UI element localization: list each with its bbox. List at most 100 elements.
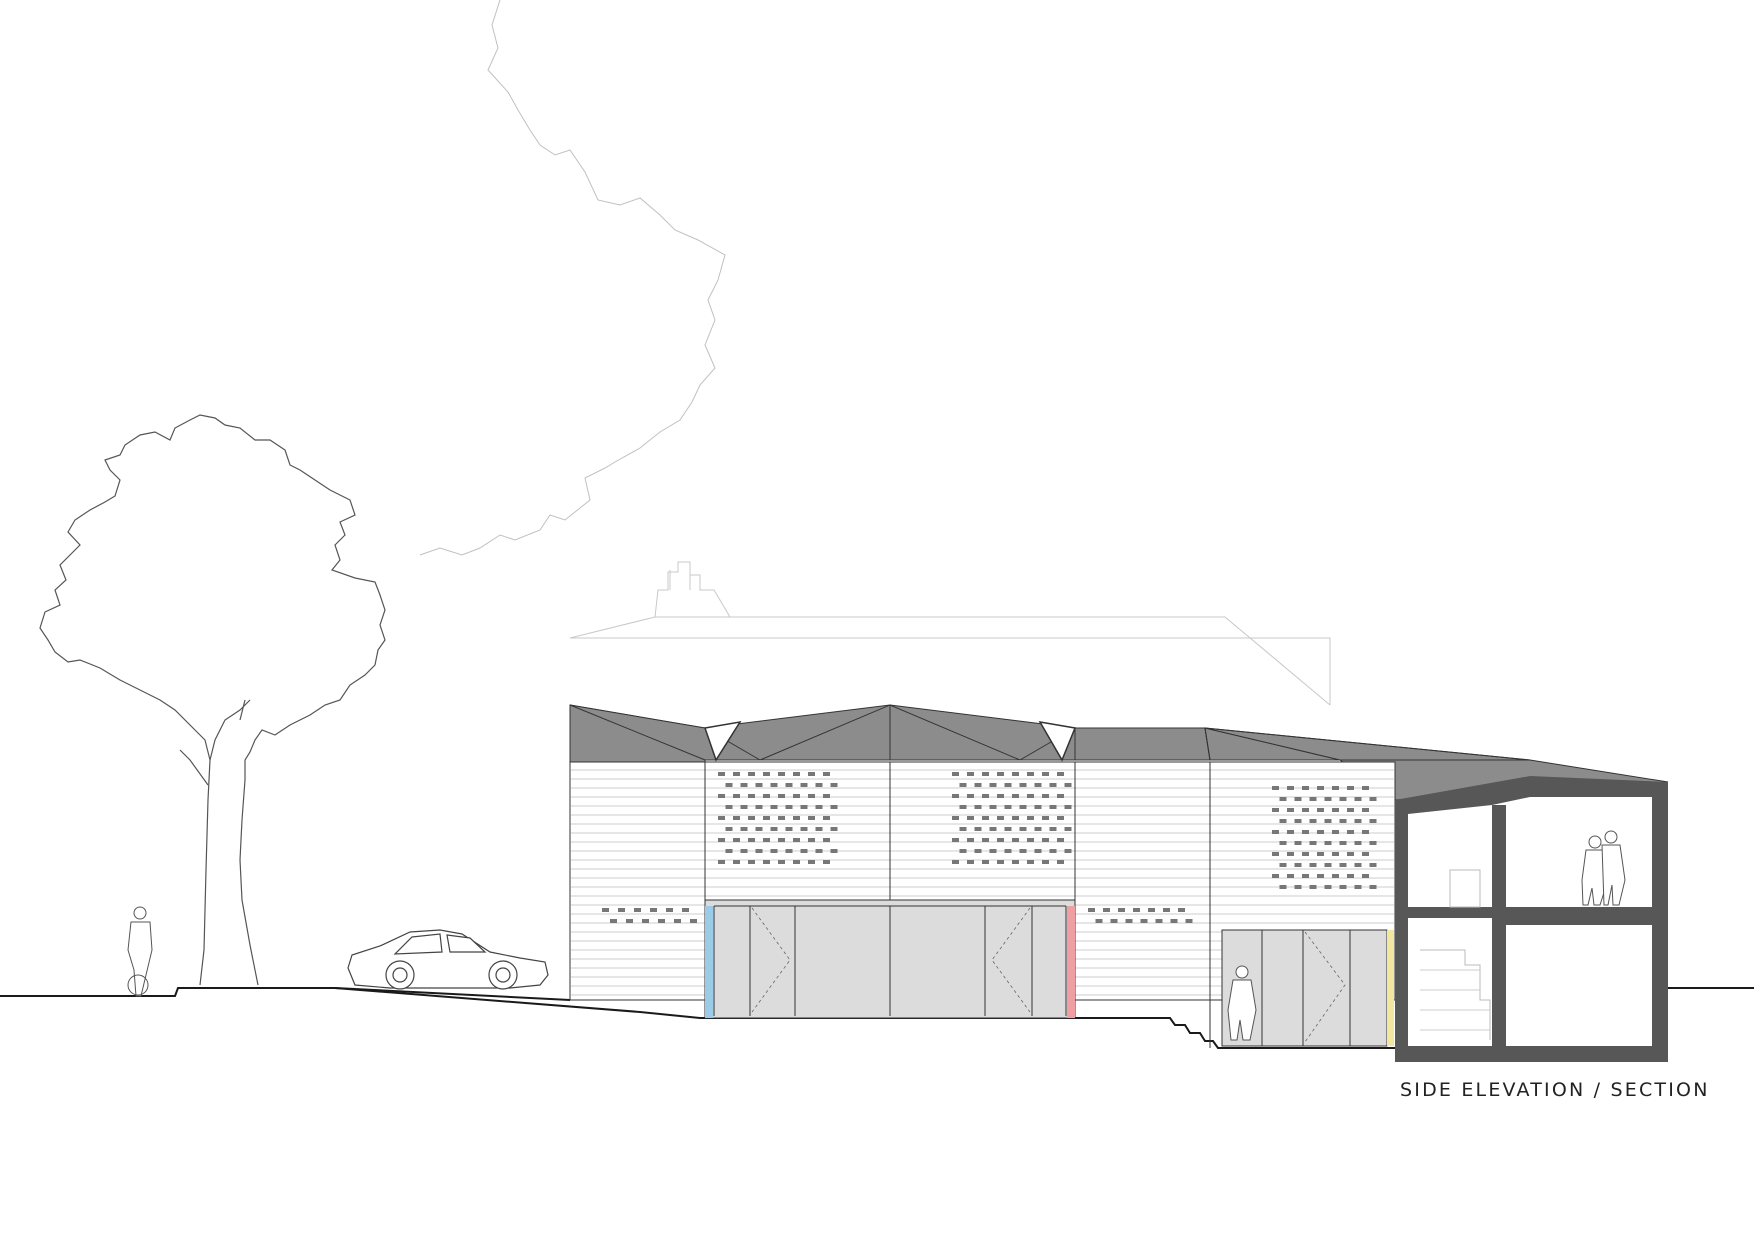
perforation-brick: [793, 794, 800, 798]
perforation-brick: [1148, 908, 1155, 912]
perforation-brick: [1012, 816, 1019, 820]
perforation-brick: [1004, 827, 1012, 831]
perforation-brick: [1317, 786, 1324, 790]
perforation-brick: [755, 849, 763, 853]
perforation-brick: [997, 772, 1004, 776]
perforation-brick: [1064, 849, 1072, 853]
perforation-brick: [989, 805, 997, 809]
perforation-brick: [1185, 919, 1193, 923]
perforation-brick: [1155, 919, 1163, 923]
perforation-brick: [982, 772, 989, 776]
perforation-brick: [785, 827, 793, 831]
perforation-brick: [830, 849, 838, 853]
perforation-brick: [718, 772, 725, 776]
perforation-brick: [1064, 783, 1072, 787]
perforation-brick: [1272, 786, 1279, 790]
perforation-brick: [1027, 860, 1034, 864]
perforation-brick: [1302, 852, 1309, 856]
jamb-red: [1067, 906, 1075, 1018]
perforation-brick: [830, 805, 838, 809]
perforation-brick: [618, 908, 625, 912]
perforation-brick: [1019, 827, 1027, 831]
perforation-brick: [755, 827, 763, 831]
perforation-brick: [1279, 819, 1287, 823]
perforation-brick: [1332, 808, 1339, 812]
perforation-brick: [982, 794, 989, 798]
perforation-brick: [974, 827, 982, 831]
background-tree-canopy: [419, 0, 726, 556]
perforation-brick: [800, 805, 808, 809]
standing-figure: [1227, 965, 1257, 1041]
perforation-brick: [959, 783, 967, 787]
perforation-brick: [1034, 783, 1042, 787]
ghost-house-outline: [569, 561, 1331, 706]
perforation-brick: [1287, 874, 1294, 878]
perforation-brick: [1294, 885, 1302, 889]
perforation-brick: [1027, 772, 1034, 776]
perforation-brick: [1354, 885, 1362, 889]
perforation-brick: [674, 919, 681, 923]
perforation-brick: [725, 849, 733, 853]
perforation-brick: [778, 860, 785, 864]
jamb-blue: [705, 906, 713, 1018]
perforation-brick: [1019, 783, 1027, 787]
perforation-brick: [718, 838, 725, 842]
perforation-brick: [1004, 849, 1012, 853]
perforation-brick: [1279, 797, 1287, 801]
perforation-brick: [800, 827, 808, 831]
drawing-caption: SIDE ELEVATION / SECTION: [1400, 1079, 1710, 1101]
perforation-brick: [1317, 874, 1324, 878]
perforation-brick: [1332, 874, 1339, 878]
perforation-brick: [1354, 863, 1362, 867]
perforation-brick: [658, 919, 665, 923]
perforation-brick: [1369, 797, 1377, 801]
perforation-brick: [967, 794, 974, 798]
perforation-brick: [1362, 830, 1369, 834]
perforation-brick: [1362, 874, 1369, 878]
perforated-brick-pattern: [602, 772, 1377, 923]
perforation-brick: [1272, 852, 1279, 856]
perforation-brick: [1324, 797, 1332, 801]
perforation-brick: [967, 838, 974, 842]
perforation-brick: [718, 860, 725, 864]
perforation-brick: [733, 860, 740, 864]
perforation-brick: [785, 783, 793, 787]
perforation-brick: [997, 794, 1004, 798]
perforation-brick: [1042, 816, 1049, 820]
perforation-brick: [1110, 919, 1118, 923]
perforation-brick: [1324, 863, 1332, 867]
perforation-brick: [1057, 860, 1064, 864]
perforation-brick: [815, 827, 823, 831]
perforation-brick: [808, 794, 815, 798]
perforation-brick: [778, 794, 785, 798]
perforation-brick: [1332, 852, 1339, 856]
perforation-brick: [808, 816, 815, 820]
perforation-brick: [1362, 852, 1369, 856]
perforation-brick: [1012, 772, 1019, 776]
perforation-brick: [610, 919, 617, 923]
tree-outline: [39, 414, 386, 986]
perforation-brick: [974, 849, 982, 853]
perforation-brick: [748, 860, 755, 864]
perforation-brick: [1140, 919, 1148, 923]
perforation-brick: [740, 783, 748, 787]
perforation-brick: [1049, 783, 1057, 787]
couple-figures: [1581, 830, 1626, 906]
perforation-brick: [1178, 908, 1185, 912]
perforation-brick: [997, 816, 1004, 820]
perforation-brick: [1279, 885, 1287, 889]
perforation-brick: [763, 794, 770, 798]
perforation-brick: [1049, 849, 1057, 853]
perforation-brick: [1362, 786, 1369, 790]
perforation-brick: [1088, 908, 1095, 912]
perforation-brick: [1004, 805, 1012, 809]
perforation-brick: [1339, 819, 1347, 823]
perforation-brick: [740, 827, 748, 831]
perforation-brick: [642, 919, 649, 923]
perforation-brick: [808, 860, 815, 864]
perforation-brick: [982, 838, 989, 842]
perforation-brick: [1064, 827, 1072, 831]
perforation-brick: [602, 908, 609, 912]
perforation-brick: [989, 849, 997, 853]
